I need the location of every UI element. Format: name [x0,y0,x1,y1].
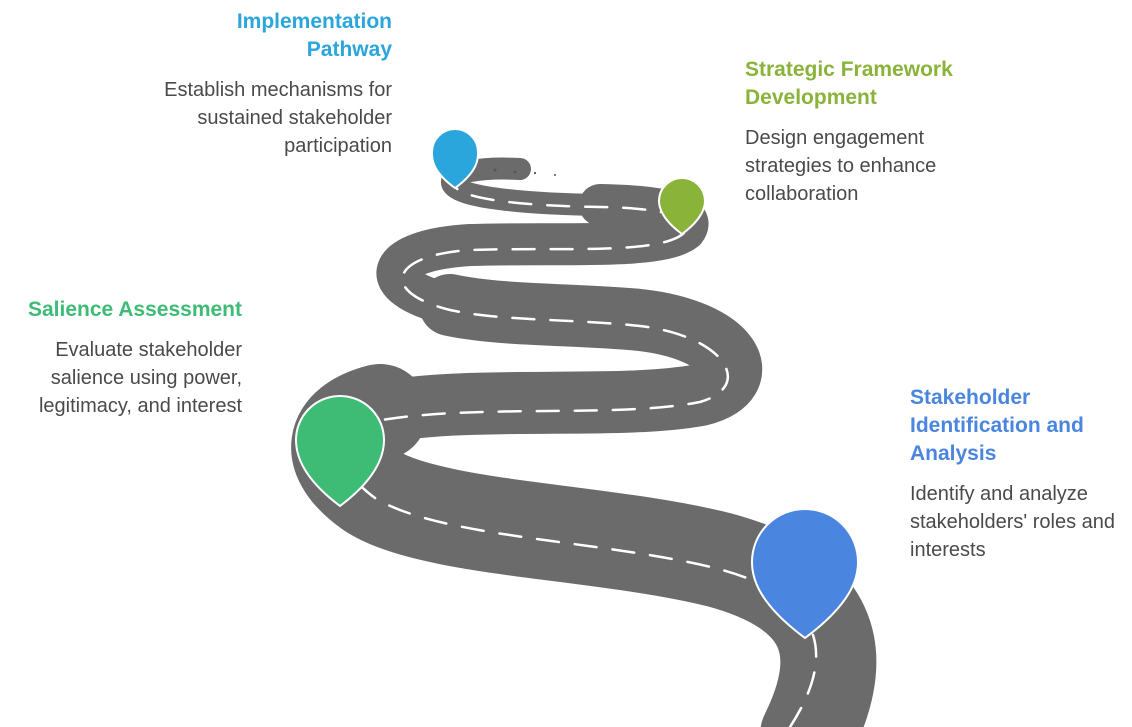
pin-stakeholder [750,508,860,640]
stage-title: Salience Assessment [27,298,242,321]
stage-title: Stakeholder Identification and Analysis [910,386,1084,465]
road-fade [493,168,556,176]
stage-title: Implementation Pathway [236,10,392,61]
map-pin-icon [657,177,707,236]
road-segment-4 [441,157,611,216]
stage-stakeholder: Stakeholder Identification and Analysis … [910,384,1125,564]
stage-strategic: Strategic Framework Development Design e… [745,56,1005,208]
pin-implementation [430,128,480,190]
pin-salience [294,395,386,508]
map-pin-icon [750,508,860,640]
stage-description: Establish mechanisms for sustained stake… [164,79,392,157]
stage-salience: Salience Assessment Evaluate stakeholder… [0,296,242,420]
road [291,157,877,727]
stage-implementation: Implementation Pathway Establish mechani… [150,8,392,160]
stage-description: Evaluate stakeholder salience using powe… [38,339,242,417]
stage-title: Strategic Framework Development [745,58,953,109]
pin-strategic [657,177,707,236]
stage-description: Design engagement strategies to enhance … [745,127,937,205]
road-segment-2 [349,274,763,443]
map-pin-icon [294,395,386,508]
map-pin-icon [430,128,480,190]
stage-description: Identify and analyze stakeholders' roles… [910,483,1116,561]
